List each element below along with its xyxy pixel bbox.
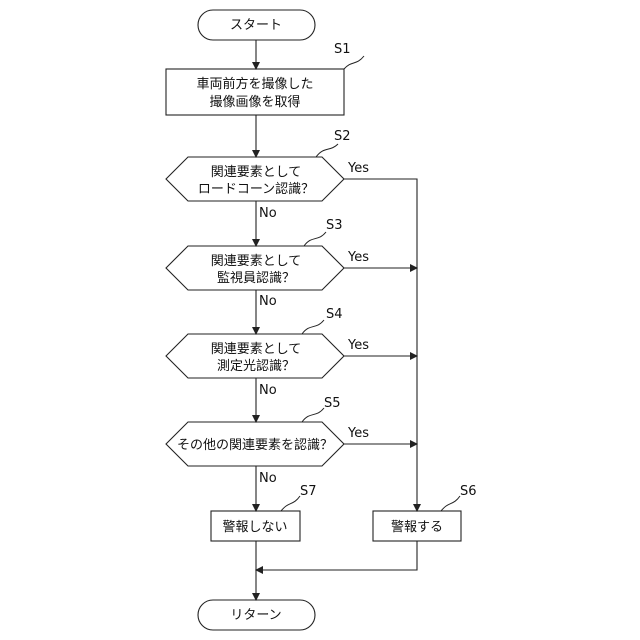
s3-step-label: S3: [326, 218, 343, 233]
s2-yes-label: Yes: [347, 161, 369, 176]
s5-step-label: S5: [324, 396, 341, 411]
s4-yes-label: Yes: [347, 338, 369, 353]
s2-no-label: No: [259, 206, 277, 221]
s7-label: 警報しない: [222, 519, 287, 535]
s7-leader: [281, 496, 300, 511]
s4-no-label: No: [259, 383, 277, 398]
s4-step-label: S4: [326, 307, 343, 322]
s7-step-label: S7: [300, 484, 317, 499]
s1-step-label: S1: [334, 42, 351, 57]
step-s5-decision: その他の関連要素を認識？: [166, 422, 344, 466]
s5-no-label: No: [259, 471, 277, 486]
start-terminal: スタート: [198, 10, 315, 40]
step-s6-box: 警報する: [373, 511, 461, 541]
step-s2-decision: 関連要素として ロードコーン認識？: [166, 157, 344, 201]
step-s7-box: 警報しない: [211, 511, 300, 541]
s6-step-label: S6: [460, 484, 477, 499]
step-s3-decision: 関連要素として 監視員認識？: [166, 246, 344, 290]
s1-line-1: 車両前方を撮像した: [196, 76, 313, 92]
step-s4-decision: 関連要素として 測定光認識？: [166, 334, 344, 378]
step-s1-box: 車両前方を撮像した 撮像画像を取得: [166, 69, 344, 115]
s4-line-1: 関連要素として: [211, 342, 302, 357]
s5-yes-label: Yes: [347, 426, 369, 441]
s4-line-2: 測定光認識？: [217, 358, 295, 374]
s2-line-2: ロードコーン認識？: [198, 181, 314, 197]
s3-line-2: 監視員認識？: [217, 270, 295, 286]
edge-s6-to-merge: [256, 541, 417, 570]
s4-leader: [302, 320, 324, 334]
s5-leader: [302, 408, 324, 422]
end-label: リターン: [230, 608, 281, 623]
s1-line-2: 撮像画像を取得: [209, 94, 300, 110]
s3-line-1: 関連要素として: [211, 254, 302, 269]
end-terminal: リターン: [198, 600, 315, 630]
s6-label: 警報する: [391, 519, 443, 535]
start-label: スタート: [230, 18, 282, 33]
s3-no-label: No: [259, 294, 277, 309]
s3-leader: [304, 232, 326, 246]
s5-line-1: その他の関連要素を認識？: [177, 437, 333, 453]
s3-yes-label: Yes: [347, 250, 369, 265]
s2-step-label: S2: [334, 129, 351, 144]
s1-leader: [344, 56, 364, 69]
s2-line-1: 関連要素として: [211, 165, 302, 180]
s6-leader: [441, 496, 460, 511]
s2-leader: [316, 144, 338, 157]
